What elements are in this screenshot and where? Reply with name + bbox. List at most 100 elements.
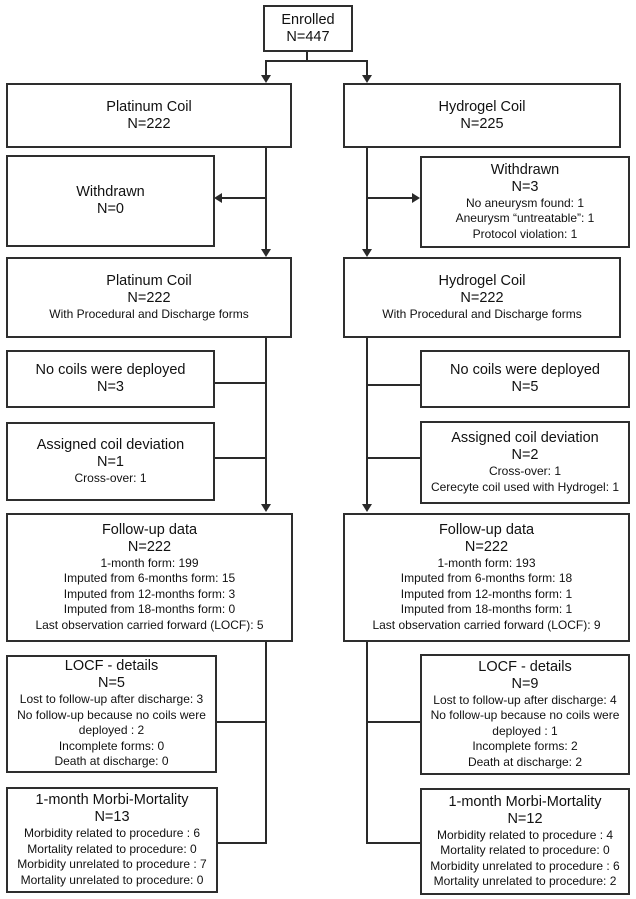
box-n: N=13: [94, 809, 130, 825]
box-title: Withdrawn: [490, 161, 560, 178]
box-n: N=3: [96, 379, 124, 395]
box-n: N=222: [460, 289, 504, 306]
connector-platinum-morbi: [217, 842, 267, 844]
box-title: Hydrogel Coil: [438, 98, 526, 115]
box-hydrogel-forms: Hydrogel Coil N=222 With Procedural and …: [343, 257, 621, 338]
box-title: 1-month Morbi-Mortality: [448, 793, 602, 810]
box-subtitle: With Procedural and Discharge forms: [382, 306, 582, 321]
box-hydrogel-deviation: Assigned coil deviation N=2 Cross-over: …: [420, 421, 630, 504]
box-n: N=222: [127, 289, 171, 306]
box-n: N=447: [286, 28, 330, 45]
box-detail-line: Imputed from 6-months form: 18: [400, 571, 573, 586]
connector-enrolled-to-hydrogel: [366, 60, 368, 76]
box-n: N=0: [96, 201, 124, 217]
box-title: LOCF - details: [478, 658, 572, 675]
connector-hydrogel-deviation: [367, 457, 420, 459]
box-detail-line: Cross-over: 1: [488, 464, 562, 478]
box-n: N=5: [97, 675, 125, 692]
box-detail-line: Morbidity unrelated to procedure : 6: [430, 858, 620, 873]
arrowhead-down-hydrogel-forms: [362, 249, 372, 257]
box-detail-line: Incomplete forms: 2: [472, 739, 578, 754]
connector-hydrogel-morbi: [367, 842, 420, 844]
box-detail-line: No follow-up because no coils were deplo…: [17, 707, 206, 738]
box-n: N=1: [96, 453, 124, 470]
box-title: Follow-up data: [438, 521, 535, 538]
box-n: N=9: [511, 675, 539, 692]
box-platinum-no-coils: No coils were deployed N=3: [6, 350, 215, 408]
arrowhead-left-platinum-withdrawn: [214, 193, 222, 203]
box-hydrogel-assigned: Hydrogel Coil N=225: [343, 83, 621, 148]
connector-enrolled-stem: [306, 52, 308, 62]
box-detail-line: Aneurysm “untreatable”: 1: [455, 211, 595, 226]
connector-platinum-spine-2: [265, 338, 267, 505]
connector-platinum-spine-3: [265, 642, 267, 844]
box-title: Assigned coil deviation: [36, 436, 185, 453]
connector-hydrogel-spine-2: [366, 338, 368, 505]
box-n: N=2: [511, 447, 539, 463]
box-n: N=3: [511, 178, 539, 195]
box-detail-line: 1-month form: 193: [437, 555, 536, 570]
box-platinum-forms: Platinum Coil N=222 With Procedural and …: [6, 257, 292, 338]
box-detail-line: Lost to follow-up after discharge: 3: [19, 692, 204, 707]
box-title: 1-month Morbi-Mortality: [35, 792, 189, 808]
box-n: N=12: [507, 810, 543, 827]
arrowhead-down-platinum-forms: [261, 249, 271, 257]
connector-hydrogel-spine-3: [366, 642, 368, 844]
box-hydrogel-withdrawn: Withdrawn N=3 No aneurysm found: 1 Aneur…: [420, 156, 630, 248]
box-detail-line: Imputed from 6-months form: 15: [63, 571, 236, 586]
box-detail-line: Imputed from 12-months form: 3: [63, 586, 236, 601]
box-enrolled: Enrolled N=447: [263, 5, 353, 52]
box-platinum-withdrawn: Withdrawn N=0: [6, 155, 215, 247]
box-n: N=225: [460, 115, 504, 132]
box-detail-line: Mortality unrelated to procedure: 0: [20, 872, 204, 887]
box-detail-line: Cross-over: 1: [74, 470, 147, 485]
box-detail-line: Last observation carried forward (LOCF):…: [372, 617, 601, 632]
box-platinum-assigned: Platinum Coil N=222: [6, 83, 292, 148]
connector-enrolled-split: [265, 60, 368, 62]
box-detail-line: Protocol violation: 1: [472, 226, 578, 241]
box-detail-line: Imputed from 18-months form: 0: [63, 602, 236, 617]
box-platinum-locf: LOCF - details N=5 Lost to follow-up aft…: [6, 655, 217, 773]
box-detail-line: Morbidity related to procedure : 4: [436, 827, 614, 842]
box-hydrogel-followup: Follow-up data N=222 1-month form: 193 I…: [343, 513, 630, 642]
arrowhead-down-platinum: [261, 75, 271, 83]
connector-platinum-withdrawn: [222, 197, 266, 199]
connector-platinum-no-coils: [214, 382, 266, 384]
box-detail-line: Death at discharge: 0: [54, 754, 169, 769]
box-detail-line: No aneurysm found: 1: [465, 195, 585, 210]
box-detail-line: No follow-up because no coils were deplo…: [430, 708, 620, 738]
box-platinum-morbi-mortality: 1-month Morbi-Mortality N=13 Morbidity r…: [6, 787, 218, 893]
box-detail-line: Imputed from 12-months form: 1: [400, 586, 573, 601]
box-title: Follow-up data: [101, 521, 198, 538]
box-detail-line: Imputed from 18-months form: 1: [400, 602, 573, 617]
box-hydrogel-morbi-mortality: 1-month Morbi-Mortality N=12 Morbidity r…: [420, 788, 630, 895]
box-title: No coils were deployed: [35, 362, 186, 378]
connector-hydrogel-no-coils: [367, 384, 420, 386]
box-detail-line: Incomplete forms: 0: [58, 738, 165, 753]
box-detail-line: Lost to follow-up after discharge: 4: [433, 692, 617, 707]
box-hydrogel-locf: LOCF - details N=9 Lost to follow-up aft…: [420, 654, 630, 775]
arrowhead-down-hydrogel-followup: [362, 504, 372, 512]
box-n: N=222: [464, 538, 509, 555]
arrowhead-right-hydrogel-withdrawn: [412, 193, 420, 203]
box-title: Withdrawn: [76, 184, 145, 200]
box-hydrogel-no-coils: No coils were deployed N=5: [420, 350, 630, 408]
connector-hydrogel-locf: [367, 721, 420, 723]
arrowhead-down-platinum-followup: [261, 504, 271, 512]
box-title: Enrolled: [281, 11, 335, 28]
box-detail-line: 1-month form: 199: [100, 555, 199, 570]
box-title: No coils were deployed: [450, 362, 600, 378]
box-platinum-deviation: Assigned coil deviation N=1 Cross-over: …: [6, 422, 215, 501]
box-title: LOCF - details: [64, 658, 159, 675]
connector-platinum-deviation: [214, 457, 266, 459]
connector-platinum-spine-1: [265, 148, 267, 249]
box-title: Assigned coil deviation: [451, 430, 599, 446]
box-n: N=5: [511, 379, 539, 395]
box-n: N=222: [127, 115, 171, 132]
box-title: Platinum Coil: [106, 98, 192, 115]
box-subtitle: With Procedural and Discharge forms: [49, 306, 249, 321]
box-detail-line: Cerecyte coil used with Hydrogel: 1: [430, 479, 620, 494]
connector-hydrogel-withdrawn: [367, 197, 413, 199]
connector-enrolled-to-platinum: [265, 60, 267, 76]
